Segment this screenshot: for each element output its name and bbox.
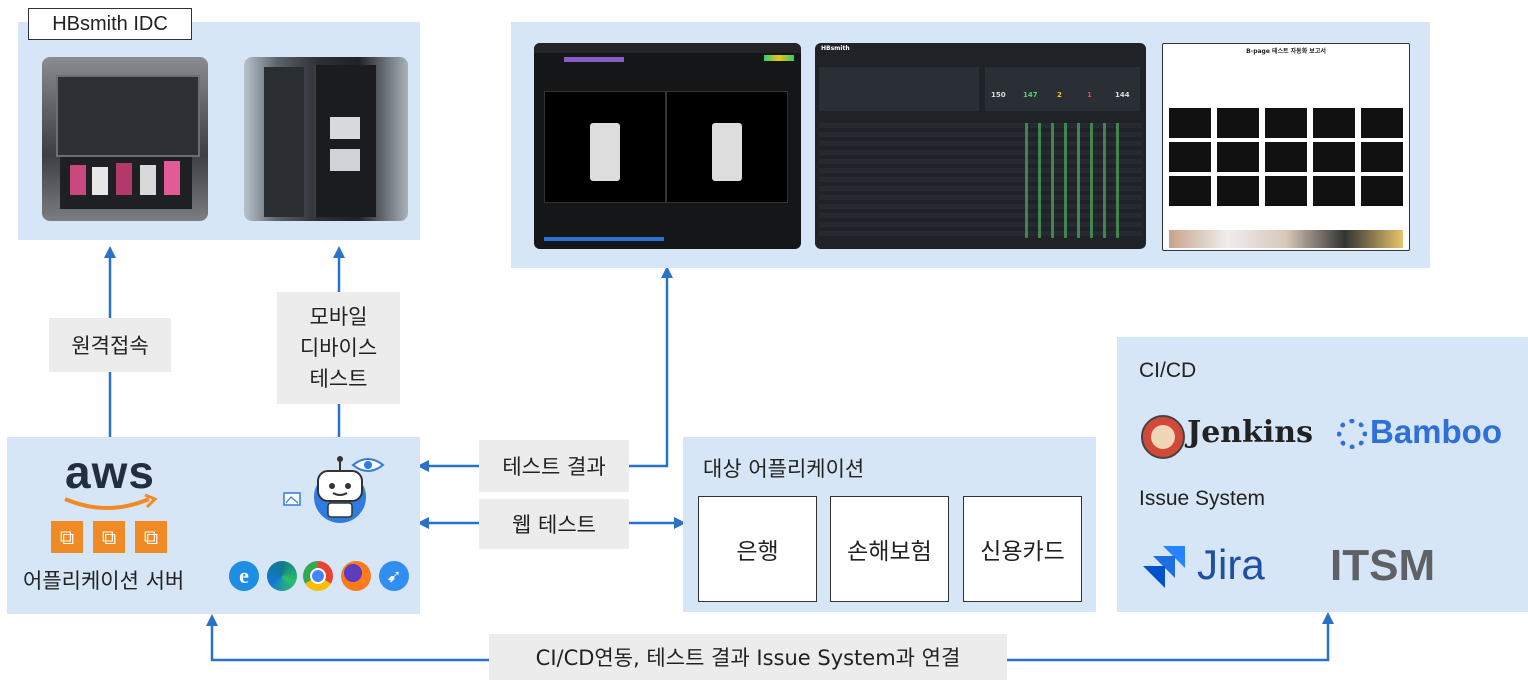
idc-photo-racks — [244, 57, 408, 221]
chrome-browser-icon — [303, 561, 333, 591]
screen-dashboard: HBsmith 150 147 2 1 144 — [815, 43, 1146, 249]
cicd-title: CI/CD — [1139, 359, 1197, 382]
screen-report: B-page 테스트 자동화 보고서 — [1162, 43, 1410, 251]
dashboard-logo: HBsmith — [821, 45, 850, 52]
server-panel: aws ⧉ ⧉ ⧉ 어플리케이션 서버 e ➹ — [7, 437, 420, 614]
ec2-icon-3: ⧉ — [135, 521, 167, 553]
ie-browser-icon: e — [229, 561, 259, 591]
robot-icon — [283, 456, 385, 523]
target-card: 신용카드 — [963, 496, 1082, 602]
dashboard-kpi-2: 147 — [1023, 91, 1038, 99]
jenkins-logo-text: Jenkins — [1187, 415, 1313, 450]
jira-logo-text: Jira — [1197, 541, 1265, 588]
target-insurance: 손해보험 — [830, 496, 949, 602]
targets-panel: 대상 어플리케이션 은행 손해보험 신용카드 — [683, 437, 1096, 612]
remote-access-label: 원격접속 — [49, 318, 171, 372]
screen-remote-control — [534, 43, 801, 249]
idc-photo-drawer — [42, 57, 208, 221]
mobile-test-label: 모바일 디바이스 테스트 — [277, 292, 400, 404]
bamboo-icon — [1337, 419, 1367, 449]
target-bank: 은행 — [698, 496, 817, 602]
mobile-test-line-2: 디바이스 — [299, 335, 378, 360]
result-to-screens-arrow — [417, 266, 673, 472]
dashboard-kpi-5: 144 — [1115, 91, 1130, 99]
itsm-logo-text: ITSM — [1330, 541, 1436, 590]
edge-browser-icon — [267, 561, 297, 591]
idc-panel — [18, 22, 420, 240]
dashboard-kpi-4: 1 — [1087, 91, 1092, 99]
server-label: 어플리케이션 서버 — [23, 569, 185, 593]
idc-title: HBsmith IDC — [28, 8, 192, 40]
aws-logo: aws — [65, 446, 155, 498]
targets-title: 대상 어플리케이션 — [703, 457, 865, 481]
issue-system-title: Issue System — [1139, 487, 1266, 510]
test-result-label: 테스트 결과 — [479, 440, 629, 492]
mobile-test-line-1: 모바일 — [309, 304, 368, 329]
integrations-panel: CI/CD Jenkins Bamboo Issue System Jira I… — [1117, 337, 1528, 612]
safari-browser-icon: ➹ — [379, 561, 409, 591]
ec2-icon-2: ⧉ — [93, 521, 125, 553]
screenshots-panel: HBsmith 150 147 2 1 144 B-page 테스트 자동화 보… — [511, 22, 1430, 268]
dashboard-kpi-3: 2 — [1057, 91, 1062, 99]
aws-smile-icon — [64, 493, 158, 510]
report-title: B-page 테스트 자동화 보고서 — [1246, 48, 1326, 55]
jira-icon — [1143, 546, 1185, 588]
ec2-icon-1: ⧉ — [51, 521, 83, 553]
mobile-test-line-3: 테스트 — [309, 366, 368, 391]
bamboo-logo-text: Bamboo — [1370, 413, 1502, 450]
cicd-link-label: CI/CD연동, 테스트 결과 Issue System과 연결 — [489, 634, 1007, 680]
jenkins-icon — [1141, 415, 1185, 459]
dashboard-kpi-1: 150 — [991, 91, 1006, 99]
firefox-browser-icon — [341, 561, 371, 591]
web-test-label: 웹 테스트 — [479, 499, 629, 549]
